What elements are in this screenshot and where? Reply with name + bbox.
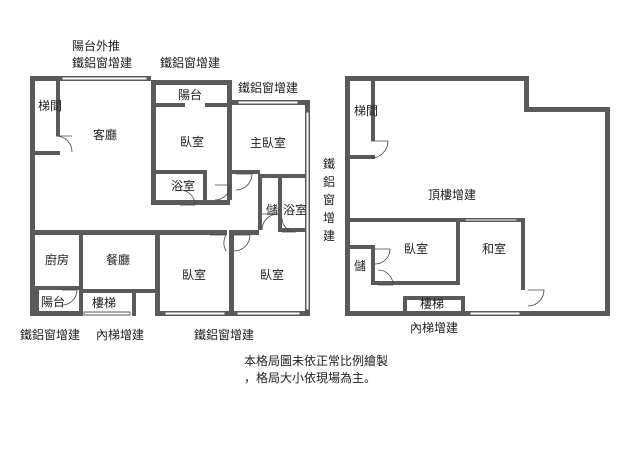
bedroom-c-wall-left: [229, 230, 234, 316]
balcony-wall-left: [151, 80, 156, 205]
bedroom-c-wall-top: [229, 230, 259, 235]
bedroom-b-wall-left: [155, 230, 160, 316]
window-bottom-c: [236, 311, 301, 316]
balcony-wall-top: [151, 80, 231, 85]
bath-a-wall-bottom: [155, 200, 230, 205]
annot-window-right-vertical: 鐵鋁窗增建: [323, 156, 335, 243]
note-line-2: ，格局大小依現場為主。: [244, 371, 377, 385]
storage-wall-mid: [278, 174, 282, 230]
dining-wall-bottom: [79, 289, 155, 293]
right-door-bedroom: [374, 248, 391, 265]
door-bedroom-b: [210, 234, 227, 252]
label-stairs-left: 梯間: [38, 99, 62, 113]
kitchen-wall-bottom: [35, 286, 83, 290]
label-kitchen: 廚房: [45, 252, 69, 267]
left-floor-plan: [30, 76, 310, 316]
stair-left-wall: [79, 289, 83, 316]
label-bedroom-c: 臥室: [260, 267, 284, 282]
annot-window-top-right: 鐵鋁窗增建: [238, 80, 298, 95]
label-rooftop-addition: 頂樓增建: [428, 187, 476, 202]
kitchen-wall-right: [79, 234, 83, 289]
right-storage-wall: [371, 245, 375, 285]
annot-window-top-left: 鐵鋁窗增建: [72, 55, 132, 70]
window-top-right-a: [237, 100, 299, 105]
window-bottom-a: [83, 311, 131, 316]
door-storage: [261, 213, 279, 231]
annot-bottom-left: 鐵鋁窗增建: [20, 327, 80, 342]
storage-wall-top: [258, 174, 310, 178]
right-stair-wall-bottom: [345, 155, 375, 159]
label-japanese-room: 和室: [482, 241, 506, 256]
label-balcony-small: 陽台: [41, 294, 65, 309]
right-outer-wall-right: [605, 107, 610, 316]
label-dining: 餐廳: [106, 252, 130, 267]
balcony-wall-bottom-2: [205, 103, 230, 107]
right-japanese-wall-right: [521, 218, 525, 290]
window-bottom-b: [164, 311, 226, 316]
label-right-bedroom: 臥室: [404, 241, 428, 256]
note-line-1: 本格局圖未依正常比例繪製: [244, 354, 389, 368]
label-staircase-left: 樓梯: [92, 295, 116, 310]
bath-a-wall-right: [203, 170, 207, 205]
label-right-staircase: 樓梯: [420, 296, 444, 311]
label-right-storage: 儲: [354, 259, 366, 273]
right-outer-wall-top-a: [345, 76, 528, 81]
annot-balcony-extension: 陽台外推: [72, 38, 120, 53]
right-stair-box-left: [403, 296, 407, 316]
balcony-wall-right: [227, 80, 232, 200]
label-bedroom-b: 臥室: [182, 267, 206, 282]
label-bath-b: 浴室: [283, 202, 307, 217]
right-window-inner: [464, 218, 518, 222]
balcony-wall-bottom: [155, 103, 185, 107]
door-bath-b: [281, 217, 297, 233]
right-door-storage: [377, 269, 394, 286]
bedroom-b-wall-top: [155, 230, 227, 235]
door-balcony-small: [61, 289, 78, 306]
label-right-stairs: 梯間: [354, 104, 378, 118]
right-door-stairs: [370, 140, 389, 159]
right-bedroom-wall-right: [456, 218, 460, 284]
storage-wall-left: [258, 174, 262, 230]
door-bedroom-c: [233, 234, 251, 252]
annot-bottom-right: 鐵鋁窗增建: [194, 327, 254, 342]
right-room-wall-bottom: [375, 281, 460, 285]
storage-wall-bottom: [278, 228, 310, 232]
bath-a-wall-top: [155, 170, 207, 174]
right-stair-wall-right: [371, 76, 375, 141]
corridor-wall-a: [30, 230, 155, 235]
label-storage: 儲: [266, 203, 278, 217]
annot-stair-add: 內梯增建: [96, 328, 144, 342]
left-outer-wall-left: [30, 76, 35, 316]
door-bath-a: [179, 189, 196, 206]
right-storage-wall-top: [345, 245, 375, 249]
right-door-japanese: [527, 289, 545, 307]
right-stair-box-top: [403, 296, 465, 300]
right-outer-wall-top-b: [524, 107, 610, 112]
door-stair-left: [55, 135, 73, 153]
label-living: 客廳: [93, 127, 117, 142]
small-balcony-left: [35, 286, 39, 316]
label-bath-a: 浴室: [171, 178, 195, 193]
door-master: [235, 173, 253, 191]
stair-right-wall: [132, 289, 136, 316]
left-stair-wall-bottom: [30, 151, 60, 155]
right-floor-plan: [345, 76, 610, 316]
right-room-wall-top: [345, 218, 525, 222]
right-stair-box-right: [461, 296, 465, 316]
label-bedroom-a: 臥室: [180, 134, 204, 149]
window-right-vertical: [305, 111, 310, 311]
annot-window-top-mid: 鐵鋁窗增建: [160, 55, 220, 70]
window-top-left: [61, 76, 148, 81]
right-window-bottom: [469, 311, 521, 316]
label-master: 主臥室: [250, 135, 286, 150]
left-outer-wall-bottom-a: [30, 311, 80, 316]
master-wall-bottom: [230, 170, 260, 174]
left-stair-wall-right: [56, 76, 60, 136]
door-bedroom-a: [214, 184, 231, 201]
label-balcony: 陽台: [178, 87, 202, 102]
annot-right-stair-add: 內梯增建: [410, 321, 458, 335]
right-outer-wall-step: [524, 76, 529, 111]
right-outer-wall-left: [345, 76, 350, 316]
